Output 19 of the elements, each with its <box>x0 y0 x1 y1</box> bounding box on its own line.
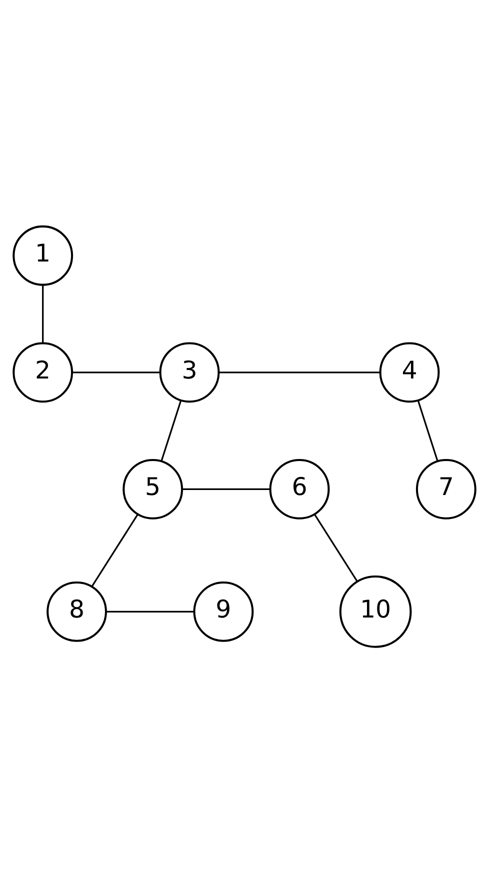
connector <box>91 514 138 587</box>
connector <box>160 400 182 462</box>
connector <box>106 610 194 612</box>
node-circle: 3 <box>159 342 220 403</box>
node-circle: 10 <box>339 576 412 648</box>
connector <box>182 488 270 490</box>
node-circle: 6 <box>269 458 330 520</box>
node-circle: 7 <box>416 458 476 520</box>
node-circle: 9 <box>193 581 254 642</box>
node-circle: 2 <box>12 342 74 403</box>
connector <box>72 372 160 374</box>
connector <box>42 285 44 344</box>
node-circle: 1 <box>12 225 74 286</box>
connector <box>218 372 380 374</box>
node-circle: 4 <box>379 342 440 403</box>
connector <box>314 514 358 582</box>
connector <box>417 400 438 462</box>
node-circle: 8 <box>46 581 107 642</box>
node-circle: 5 <box>122 458 184 520</box>
